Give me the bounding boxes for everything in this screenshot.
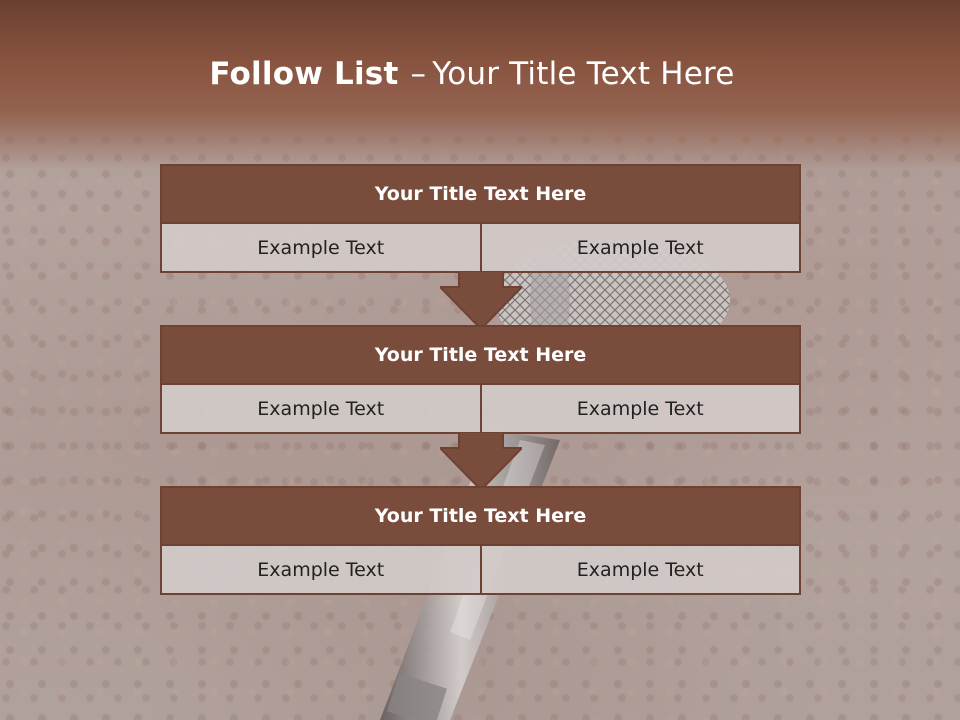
list-block-3: Your Title Text Here Example Text Exampl… xyxy=(160,486,801,595)
title-separator: – xyxy=(410,56,427,92)
block-cell-left: Example Text xyxy=(162,546,480,593)
block-cell-right: Example Text xyxy=(479,224,799,271)
header-band xyxy=(0,0,960,170)
list-block-1: Your Title Text Here Example Text Exampl… xyxy=(160,164,801,273)
down-arrow-icon xyxy=(440,432,522,490)
list-block-2: Your Title Text Here Example Text Exampl… xyxy=(160,325,801,434)
block-title: Your Title Text Here xyxy=(162,166,799,224)
title-bold: Follow List xyxy=(209,56,399,92)
block-title: Your Title Text Here xyxy=(162,488,799,546)
block-cell-left: Example Text xyxy=(162,385,480,432)
block-row: Example Text Example Text xyxy=(162,385,799,432)
block-cell-left: Example Text xyxy=(162,224,480,271)
block-row: Example Text Example Text xyxy=(162,546,799,593)
block-row: Example Text Example Text xyxy=(162,224,799,271)
block-cell-right: Example Text xyxy=(479,385,799,432)
block-title: Your Title Text Here xyxy=(162,327,799,385)
block-cell-right: Example Text xyxy=(479,546,799,593)
page-title: Follow List–Your Title Text Here xyxy=(0,56,944,92)
title-rest: Your Title Text Here xyxy=(432,56,735,92)
down-arrow-icon xyxy=(440,271,522,329)
